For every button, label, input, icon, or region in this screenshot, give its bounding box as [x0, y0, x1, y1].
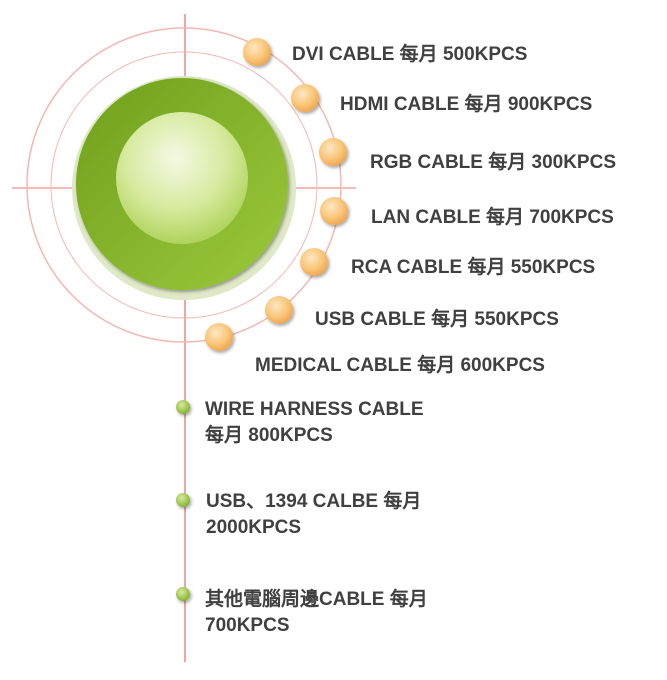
extra-item-line1: USB、1394 CALBE 每月	[206, 491, 422, 512]
orange-bullet	[319, 138, 347, 166]
orange-bullet	[291, 84, 319, 112]
orange-bullet	[300, 248, 328, 276]
capacity-item-label: LAN CABLE 每月 700KPCS	[371, 207, 614, 228]
extra-item-label: USB、1394 CALBE 每月 2000KPCS	[206, 489, 421, 541]
capacity-item-label: DVI CABLE 每月 500KPCS	[292, 44, 528, 65]
extra-item-line1: 其他電腦周邊CABLE 每月	[205, 589, 428, 610]
extra-item-line2: 每月 800KPCS	[205, 425, 333, 446]
capacity-item-label: USB CABLE 每月 550KPCS	[315, 309, 559, 330]
extra-item-line2: 2000KPCS	[206, 517, 302, 538]
capacity-item-label: RGB CABLE 每月 300KPCS	[370, 152, 616, 173]
extra-item-line2: 700KPCS	[205, 615, 290, 636]
orange-bullet	[243, 38, 271, 66]
green-bullet	[176, 400, 190, 414]
inner-highlight-disc	[116, 112, 248, 244]
capacity-item-label: RCA CABLE 每月 550KPCS	[351, 257, 596, 278]
orange-bullet	[205, 323, 233, 351]
capacity-item-label: MEDICAL CABLE 每月 600KPCS	[255, 355, 545, 376]
extra-item-label: WIRE HARNESS CABLE 每月 800KPCS	[205, 397, 424, 449]
extra-item-label: 其他電腦周邊CABLE 每月 700KPCS	[205, 587, 428, 639]
outer-ring	[26, 27, 342, 343]
capacity-item-label: HDMI CABLE 每月 900KPCS	[340, 94, 593, 115]
green-bullet	[176, 493, 190, 507]
inner-ring	[50, 51, 318, 319]
orange-bullet	[265, 296, 293, 324]
green-bullet	[176, 587, 190, 601]
extra-item-line1: WIRE HARNESS CABLE	[205, 399, 424, 420]
orange-bullet	[320, 197, 348, 225]
